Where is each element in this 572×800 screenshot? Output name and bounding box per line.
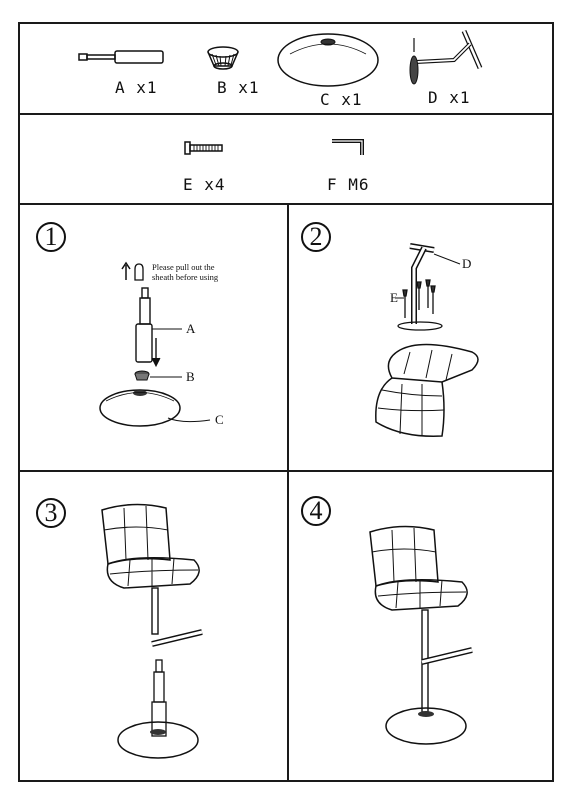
step-3-number: 3	[36, 498, 66, 528]
sheath-note-line-1: Please pull out the	[152, 262, 215, 272]
hex-key-icon	[332, 139, 364, 155]
step-2-assembly-illustration	[375, 243, 479, 437]
pull-up-arrow-icon	[121, 261, 144, 281]
step-1-callout-b: B	[186, 369, 195, 384]
bolt-icon	[184, 141, 223, 155]
step-1-callout-a: A	[186, 321, 196, 336]
step-3-assembly-illustration	[101, 503, 203, 759]
divider-parts-row2	[18, 203, 554, 205]
divider-parts-row1	[18, 113, 554, 115]
step-4-number: 4	[301, 496, 331, 526]
step-2-callout-e: E	[390, 290, 398, 305]
step-4-assembled-stool-illustration	[369, 525, 473, 745]
gas-lift-icon	[78, 50, 164, 64]
part-c-label: C x1	[320, 90, 363, 109]
base-plate-icon	[277, 33, 379, 87]
part-b-label: B x1	[217, 78, 260, 97]
step-1-number: 1	[36, 222, 66, 252]
stem-footrest-icon	[409, 30, 483, 85]
step-2-callout-d: D	[462, 256, 472, 271]
step-1-assembly-illustration	[99, 287, 211, 427]
divider-steps-column	[287, 203, 289, 782]
part-f-label: F M6	[327, 175, 370, 194]
step-2-number: 2	[301, 222, 331, 252]
divider-steps-row	[18, 470, 554, 472]
sheath-note-line-2: sheath before using	[152, 272, 219, 282]
part-a-label: A x1	[115, 78, 158, 97]
instruction-sheet-frame	[18, 22, 554, 782]
part-d-label: D x1	[428, 88, 471, 107]
part-e-label: E x4	[183, 175, 226, 194]
step-1-callout-c: C	[215, 412, 224, 427]
sleeve-icon	[207, 46, 239, 70]
